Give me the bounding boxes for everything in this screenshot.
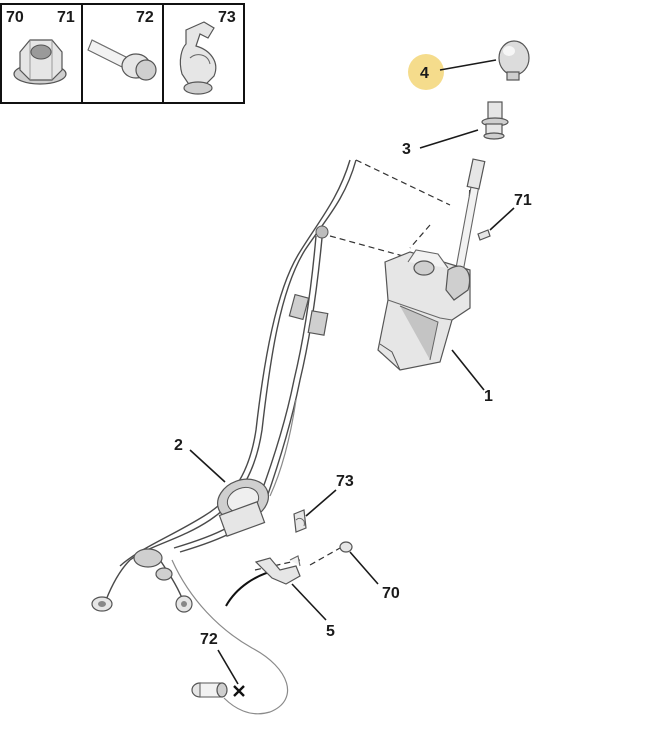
control-cables	[91, 159, 357, 715]
callout-72: 72	[200, 631, 218, 648]
callout-70: 70	[382, 585, 400, 602]
reverse-switch-sensor	[191, 682, 245, 698]
callout-4: 4	[420, 65, 429, 82]
cable-end-right	[175, 595, 193, 613]
legend-number-70: 70	[6, 9, 24, 26]
legend-number-71: 71	[57, 9, 75, 26]
leader-lines	[189, 59, 515, 685]
lever-housing	[377, 249, 471, 371]
callout-1: 1	[484, 388, 493, 405]
callout-highlight	[408, 54, 444, 90]
cable-clip-73	[293, 509, 307, 533]
cable-end-left	[91, 596, 113, 612]
assembly-guide-lines	[254, 159, 471, 571]
callout-5: 5	[326, 623, 335, 640]
shift-lever-rod	[455, 158, 486, 273]
flange-nut-icon	[13, 39, 67, 85]
lever-boot	[481, 101, 509, 140]
cross-mark-icon	[233, 685, 245, 697]
fastener-legend: 70 71 72 73	[0, 3, 245, 104]
callout-73: 73	[336, 473, 354, 490]
screw-71	[477, 229, 491, 241]
cable-grommet	[217, 478, 269, 537]
legend-number-72: 72	[136, 9, 154, 26]
cable-clip-icon	[179, 21, 217, 95]
callout-2: 2	[174, 437, 183, 454]
nut-70	[339, 541, 353, 553]
legend-number-73: 73	[218, 9, 236, 26]
callout-71: 71	[514, 192, 532, 209]
callout-3: 3	[402, 141, 411, 158]
support-bracket	[254, 555, 301, 585]
gear-knob	[498, 40, 530, 81]
bolt-icon	[87, 39, 157, 81]
